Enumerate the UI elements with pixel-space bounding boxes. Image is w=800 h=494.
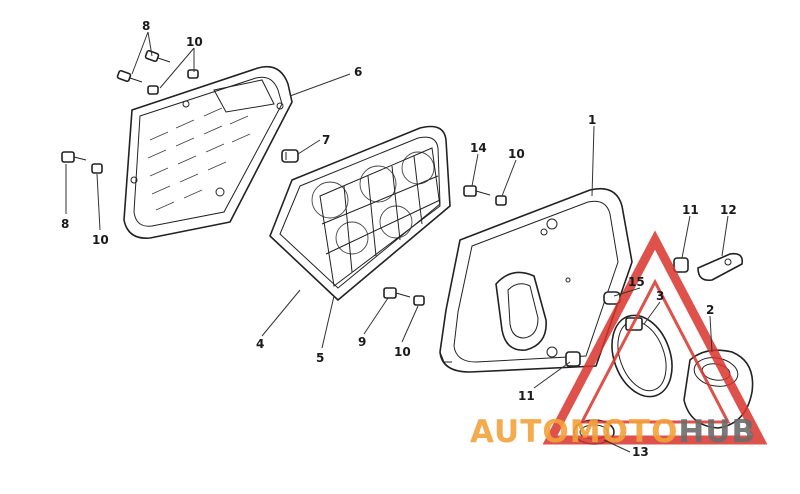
svg-text:AUTOMOTOHUB: AUTOMOTOHUB <box>470 414 756 450</box>
washer-10-mid <box>495 195 507 206</box>
washer-10-top <box>147 69 199 95</box>
part-6-airbox-cover <box>123 65 293 239</box>
callout-8-left: 8 <box>61 217 69 231</box>
part-12-bracket <box>697 252 744 282</box>
callout-10-low: 10 <box>394 345 411 359</box>
callout-13: 13 <box>632 445 649 459</box>
watermark-auto: AUTO <box>470 414 570 450</box>
callout-10-mid: 10 <box>508 147 525 161</box>
callout-4: 4 <box>256 337 264 351</box>
callout-7: 7 <box>322 133 330 147</box>
watermark-hub: HUB <box>678 414 756 450</box>
part-1-airbox-body <box>439 187 633 373</box>
callout-3: 3 <box>656 289 664 303</box>
screw-14 <box>463 185 491 197</box>
part-11-clip-top <box>673 257 689 273</box>
callout-12: 12 <box>720 203 737 217</box>
leader-lines <box>65 31 729 453</box>
screw-9 <box>383 287 411 299</box>
callout-9: 9 <box>358 335 366 349</box>
callouts: 8 10 6 7 8 10 4 5 9 10 14 10 1 11 12 15 … <box>61 19 737 459</box>
callout-11-bottom: 11 <box>518 389 535 403</box>
screw-8-left <box>61 151 87 163</box>
callout-11-top: 11 <box>682 203 699 217</box>
watermark: AUTOMOTOHUB <box>470 230 768 450</box>
watermark-moto: MOTO <box>570 414 679 450</box>
callout-10-left: 10 <box>92 233 109 247</box>
callout-8-top: 8 <box>142 19 150 33</box>
callout-15: 15 <box>628 275 645 289</box>
washer-10-left <box>91 163 103 174</box>
part-7-grommet <box>281 149 299 163</box>
callout-6: 6 <box>354 65 362 79</box>
part-5-filter-cage <box>319 147 441 287</box>
callout-2: 2 <box>706 303 714 317</box>
callout-5: 5 <box>316 351 324 365</box>
washer-10-low <box>413 295 425 306</box>
screw-8-top <box>144 49 171 63</box>
callout-10-top: 10 <box>186 35 203 49</box>
watermark-triangle-icon <box>542 230 768 445</box>
callout-14: 14 <box>470 141 487 155</box>
screw-8-upper-left <box>116 69 143 83</box>
callout-1: 1 <box>588 113 596 127</box>
